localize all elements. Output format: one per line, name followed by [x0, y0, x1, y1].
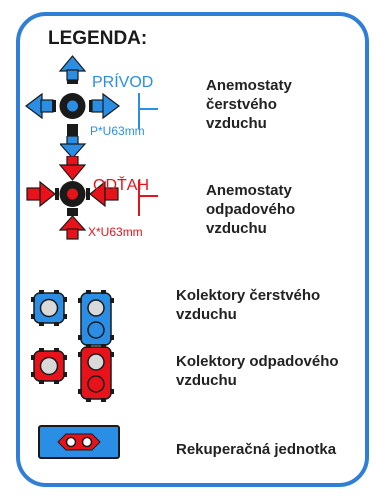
waste-collector-double-icon — [78, 344, 114, 402]
fresh-air-subtag: P*U63mm — [90, 124, 145, 138]
fresh-anemostat-icon — [25, 55, 158, 136]
waste-collector-single-icon — [31, 348, 67, 384]
waste-collector-label: Kolektory odpadového vzduchu — [176, 353, 339, 389]
fresh-air-tag: PRÍVOD — [92, 74, 154, 91]
waste-air-subtag: X*U63mm — [88, 225, 143, 239]
legend-panel — [16, 12, 369, 487]
fresh-collector-label: Kolektory čerstvého vzduchu — [176, 287, 321, 323]
waste-anemostat-icon — [26, 156, 158, 240]
recuperator-icon — [38, 425, 120, 459]
fresh-down-arrow-icon — [60, 136, 87, 159]
recuperator-label: Rekuperačná jednotka — [176, 441, 337, 458]
waste-air-tag: ODŤAH — [93, 177, 149, 194]
fresh-anemostat-label: Anemostaty čerstvého vzduchu — [206, 77, 292, 132]
fresh-collector-double-icon — [78, 290, 114, 348]
legend-title: LEGENDA: — [48, 28, 148, 49]
fresh-collector-single-icon — [31, 290, 67, 326]
waste-anemostat-label: Anemostaty odpadového vzduchu — [206, 182, 296, 237]
